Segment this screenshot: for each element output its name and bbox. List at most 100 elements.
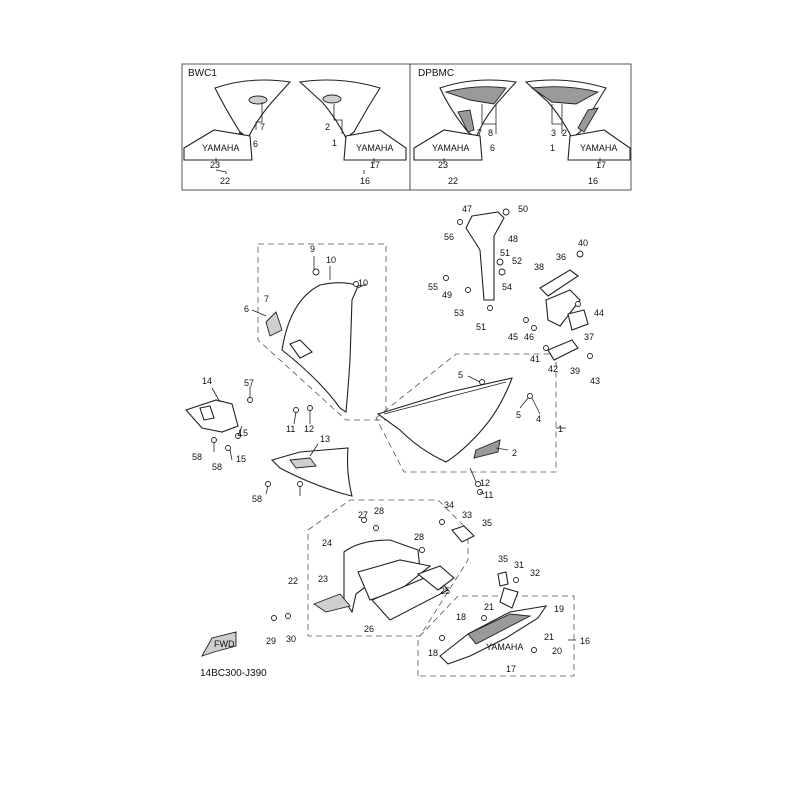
callout: 22: [448, 176, 458, 186]
callout: 19: [554, 604, 564, 614]
callout: 9: [310, 244, 315, 254]
callout: 20: [552, 646, 562, 656]
side-cowl-right: [376, 377, 513, 463]
callout: 25: [440, 586, 450, 596]
dpbmc-decal-right: YAMAHA: [567, 129, 631, 161]
dpbmc-cowl-right: [524, 79, 607, 139]
callout: 31: [514, 560, 524, 570]
dpbmc-decal-left: YAMAHA: [413, 129, 483, 161]
stay-cluster-36: [523, 250, 593, 361]
fwd-arrow-icon: FWD: [201, 631, 237, 657]
callout: 37: [584, 332, 594, 342]
callout: 8: [488, 128, 493, 138]
callout: 10: [358, 278, 368, 288]
callout: 5: [458, 370, 463, 380]
callout: 1: [558, 424, 563, 434]
callout: 16: [360, 176, 370, 186]
callout: 53: [454, 308, 464, 318]
callout: 48: [508, 234, 518, 244]
callout: 7: [260, 122, 265, 132]
callout: 1: [332, 138, 337, 148]
callout: 23: [438, 160, 448, 170]
callout: 24: [322, 538, 332, 548]
callout: 6: [244, 304, 249, 314]
callout: 34: [444, 500, 454, 510]
callout: 18: [456, 612, 466, 622]
callout: 35: [482, 518, 492, 528]
bracket-14: [185, 399, 239, 433]
fasteners: [211, 379, 537, 653]
inner-panel-22: [313, 539, 455, 621]
callout: 35: [498, 554, 508, 564]
main-callouts: 9 10 10 7 6 14 57 11 12 13 15 58 58 15 5…: [192, 204, 604, 674]
callout: 6: [490, 143, 495, 153]
lower-cowl-16: YAMAHA: [439, 605, 548, 665]
bracket-31: [497, 571, 519, 609]
bwc1-decal-right: YAMAHA: [343, 129, 407, 161]
callout: 54: [502, 282, 512, 292]
decal-brand: YAMAHA: [356, 143, 393, 153]
callout: 16: [588, 176, 598, 186]
dpbmc-cowl-left: [439, 79, 518, 139]
decal-brand: YAMAHA: [486, 642, 523, 652]
callout: 6: [253, 139, 258, 149]
callout: 27: [358, 510, 368, 520]
callout: 15: [238, 428, 248, 438]
callout: 42: [548, 364, 558, 374]
callout: 57: [244, 378, 254, 388]
variant-label-dpbmc: DPBMC: [418, 68, 454, 79]
bracket-33: [439, 519, 475, 543]
decal-brand: YAMAHA: [432, 143, 469, 153]
callout: 38: [534, 262, 544, 272]
callout: 21: [544, 632, 554, 642]
callout: 13: [320, 434, 330, 444]
callout: 7: [477, 128, 482, 138]
callout: 46: [524, 332, 534, 342]
callout: 50: [518, 204, 528, 214]
fwd-label: FWD: [214, 639, 235, 649]
callout: 16: [580, 636, 590, 646]
callout: 4: [536, 414, 541, 424]
callout: 2: [325, 122, 330, 132]
callout: 55: [428, 282, 438, 292]
callout: 18: [428, 648, 438, 658]
callout: 33: [462, 510, 472, 520]
callout: 51: [476, 322, 486, 332]
variant-callouts: 7 6 2 1 23 22 17 16 7 8 6 3 2 1 23 22 17…: [210, 122, 606, 186]
group-outline-6: [257, 243, 387, 421]
callout: 3: [551, 128, 556, 138]
callout: 41: [530, 354, 540, 364]
stay-bracket-48: [443, 208, 510, 311]
callout: 21: [484, 602, 494, 612]
callout: 43: [590, 376, 600, 386]
callout: 39: [570, 366, 580, 376]
callout: 51: [500, 248, 510, 258]
callout: 10: [326, 255, 336, 265]
variant-leaders: [215, 102, 601, 174]
bwc1-cowl-left: [214, 79, 292, 141]
callout: 11: [286, 424, 295, 434]
callout: 56: [444, 232, 454, 242]
decal-brand: YAMAHA: [202, 143, 239, 153]
callout: 49: [442, 290, 452, 300]
group-outline-22: [307, 499, 469, 637]
group-outline-1: [375, 353, 557, 473]
figure-code: 14BC300-J390: [200, 668, 267, 679]
callout: 30: [286, 634, 296, 644]
bwc1-decal-left: YAMAHA: [183, 129, 253, 161]
callout: 44: [594, 308, 604, 318]
callout: 52: [512, 256, 522, 266]
callout: 12: [480, 478, 490, 488]
callout: 15: [236, 454, 246, 464]
main-leaders: [211, 256, 576, 641]
callout: 58: [252, 494, 262, 504]
callout: 17: [370, 160, 380, 170]
callout: 2: [512, 448, 517, 458]
callout: 47: [462, 204, 472, 214]
variant-frame: [181, 63, 632, 191]
callout: 22: [288, 576, 298, 586]
callout: 23: [318, 574, 328, 584]
callout: 32: [530, 568, 540, 578]
variant-panel: BWC1 DPBMC: [181, 63, 632, 191]
